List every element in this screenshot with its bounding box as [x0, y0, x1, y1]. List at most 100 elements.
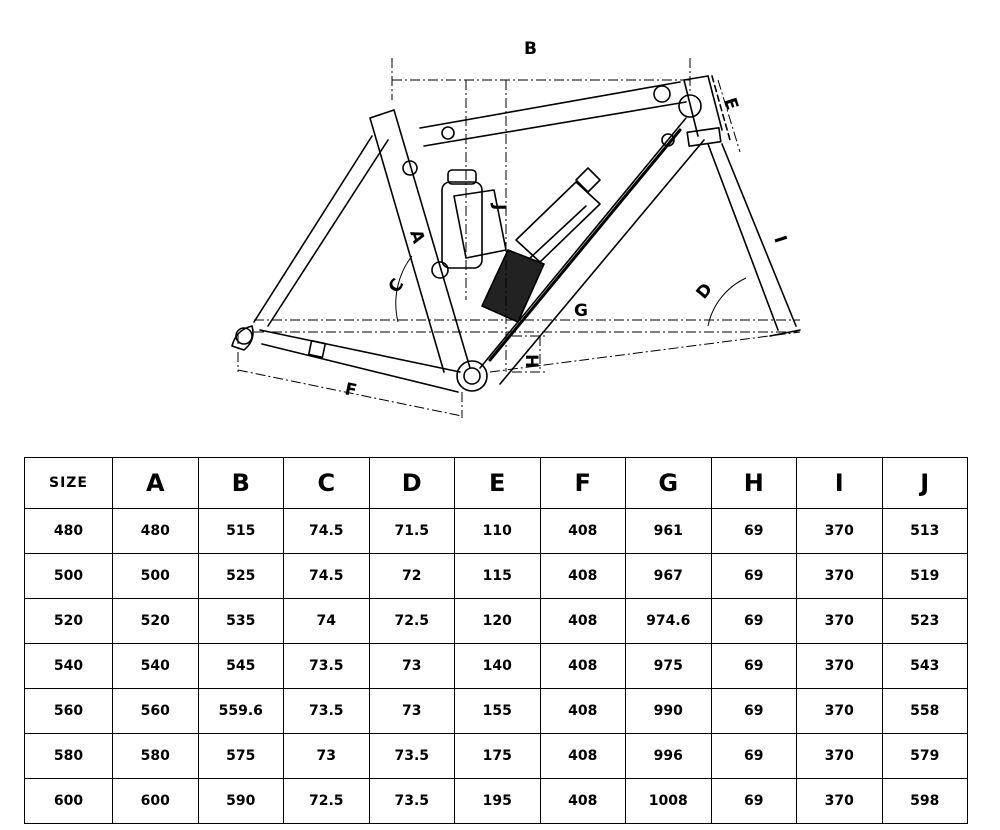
table-cell: 370	[796, 553, 883, 599]
size-cell: 600	[24, 778, 113, 824]
table-cell: 408	[539, 553, 626, 599]
table-cell: 155	[454, 688, 541, 734]
table-cell: 370	[796, 778, 883, 824]
table-cell: 480	[112, 508, 199, 554]
table-cell: 598	[881, 778, 968, 824]
table-cell: 370	[796, 688, 883, 734]
header-F: F	[539, 457, 626, 509]
top-tube	[402, 81, 687, 176]
table-cell: 513	[881, 508, 968, 554]
table-cell: 370	[796, 643, 883, 689]
table-cell: 990	[625, 688, 712, 734]
table-cell: 140	[454, 643, 541, 689]
table-cell: 540	[112, 643, 199, 689]
table-cell: 120	[454, 598, 541, 644]
table-cell: 408	[539, 778, 626, 824]
header-I: I	[796, 457, 883, 509]
size-cell: 540	[24, 643, 113, 689]
table-cell: 408	[539, 733, 626, 779]
table-cell: 110	[454, 508, 541, 554]
fork	[707, 143, 801, 337]
table-cell: 370	[796, 508, 883, 554]
table-cell: 73.5	[368, 778, 455, 824]
table-cell: 73	[368, 688, 455, 734]
table-cell: 559.6	[197, 688, 284, 734]
label-H: H	[521, 354, 541, 368]
table-cell: 69	[710, 553, 797, 599]
label-J: J	[489, 203, 509, 210]
header-C: C	[283, 457, 370, 509]
table-cell: 558	[881, 688, 968, 734]
table-cell: 370	[796, 733, 883, 779]
table-cell: 974.6	[625, 598, 712, 644]
rear-triangle	[231, 135, 461, 393]
size-cell: 560	[24, 688, 113, 734]
label-I: I	[769, 233, 790, 245]
table-cell: 72.5	[368, 598, 455, 644]
table-cell: 500	[112, 553, 199, 599]
table-cell: 961	[625, 508, 712, 554]
head-tube	[678, 75, 731, 147]
table-cell: 519	[881, 553, 968, 599]
table-cell: 72	[368, 553, 455, 599]
table-cell: 69	[710, 688, 797, 734]
down-tube	[479, 117, 705, 385]
size-cell: 580	[24, 733, 113, 779]
table-cell: 74.5	[283, 553, 370, 599]
frame-geometry-diagram: B A J C D G H F E I	[231, 39, 801, 418]
table-cell: 575	[197, 733, 284, 779]
table-cell: 545	[197, 643, 284, 689]
table-cell: 600	[112, 778, 199, 824]
battery-pack	[481, 249, 545, 323]
header-H: H	[710, 457, 797, 509]
table-cell: 408	[539, 688, 626, 734]
table-cell: 408	[539, 508, 626, 554]
table-cell: 975	[625, 643, 712, 689]
label-A: A	[405, 227, 428, 246]
table-cell: 408	[539, 598, 626, 644]
table-cell: 69	[710, 598, 797, 644]
table-cell: 73.5	[283, 643, 370, 689]
table-cell: 115	[454, 553, 541, 599]
table-cell: 195	[454, 778, 541, 824]
table-cell: 175	[454, 733, 541, 779]
table-cell: 408	[539, 643, 626, 689]
size-cell: 520	[24, 598, 113, 644]
header-A: A	[112, 457, 199, 509]
label-B: B	[524, 39, 537, 59]
table-cell: 560	[112, 688, 199, 734]
header-E: E	[454, 457, 541, 509]
header-G: G	[625, 457, 712, 509]
table-cell: 996	[625, 733, 712, 779]
table-cell: 74	[283, 598, 370, 644]
table-cell: 69	[710, 733, 797, 779]
label-D: D	[693, 280, 717, 304]
header-size: SIZE	[24, 457, 113, 509]
table-cell: 73	[368, 643, 455, 689]
table-cell: 580	[112, 733, 199, 779]
label-E: E	[719, 95, 742, 112]
seat-tube	[369, 109, 471, 373]
header-D: D	[368, 457, 455, 509]
table-cell: 543	[881, 643, 968, 689]
table-cell: 535	[197, 598, 284, 644]
table-cell: 590	[197, 778, 284, 824]
label-G: G	[574, 301, 588, 321]
table-cell: 72.5	[283, 778, 370, 824]
water-bottle-right	[515, 167, 601, 263]
header-row: SIZE A B C D E F G H I J	[24, 457, 968, 509]
header-B: B	[197, 457, 284, 509]
table-cell: 69	[710, 508, 797, 554]
table-cell: 525	[197, 553, 284, 599]
table-cell: 520	[112, 598, 199, 644]
table-cell: 69	[710, 643, 797, 689]
table-cell: 967	[625, 553, 712, 599]
